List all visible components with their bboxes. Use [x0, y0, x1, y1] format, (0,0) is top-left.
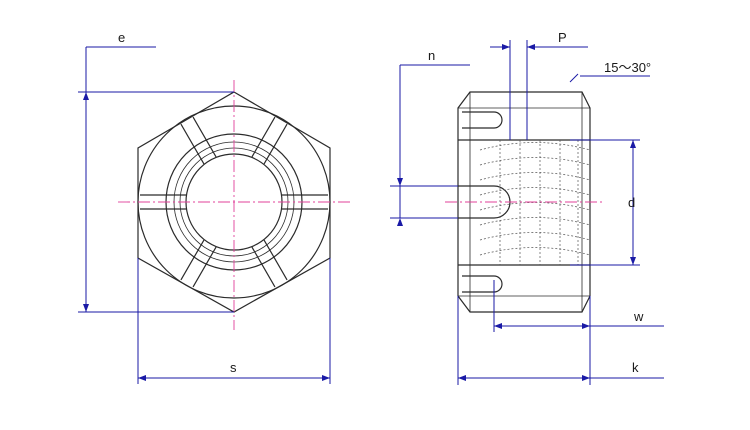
top-view: e s — [78, 30, 352, 384]
side-view: n P 15～30° d — [390, 30, 664, 385]
label-k: k — [632, 360, 639, 375]
label-angle: 15～30° — [604, 60, 651, 75]
dimension-angle: 15～30° — [569, 60, 651, 83]
dimension-p: P — [490, 30, 588, 140]
label-n: n — [428, 48, 435, 63]
thread-hidden-lines — [479, 140, 591, 265]
dimension-d: d — [570, 139, 640, 266]
dimension-w: w — [493, 280, 664, 385]
label-s: s — [230, 360, 237, 375]
dimension-k: k — [457, 296, 664, 385]
label-d: d — [628, 195, 635, 210]
dimension-n: n — [390, 48, 470, 226]
slots — [140, 116, 328, 288]
label-e: e — [118, 30, 125, 45]
label-w: w — [633, 309, 644, 324]
dimension-s: s — [137, 258, 331, 384]
dimension-e: e — [78, 30, 234, 313]
label-p: P — [558, 30, 567, 45]
